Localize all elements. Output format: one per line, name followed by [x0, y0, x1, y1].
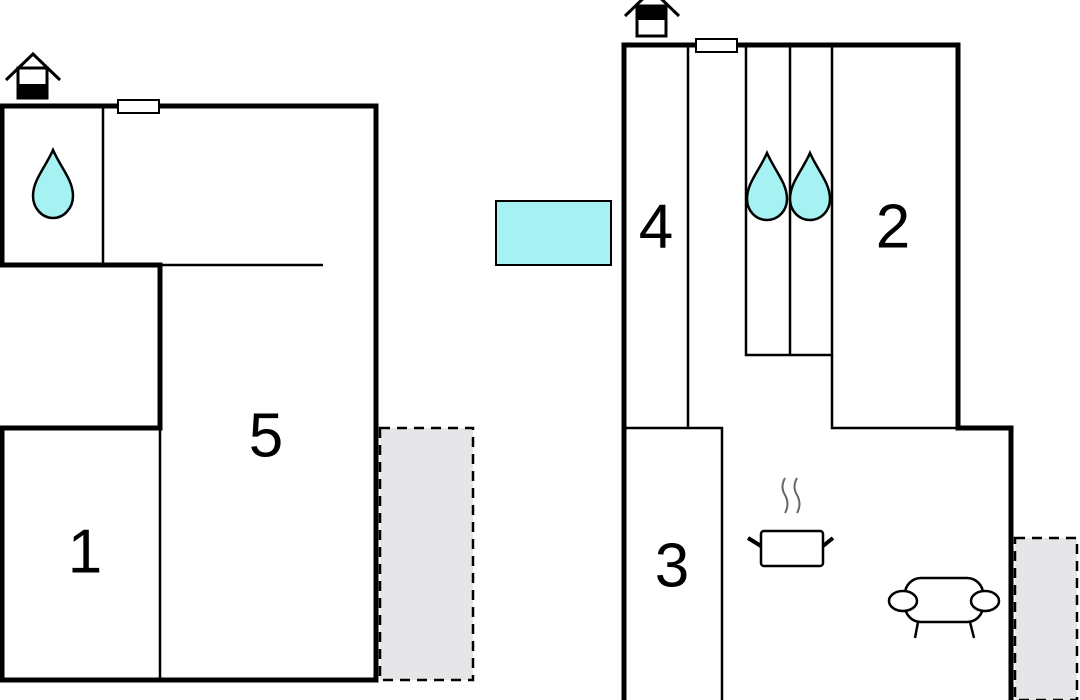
- right-window: [695, 38, 738, 53]
- left-terrace: [378, 426, 475, 682]
- room2-partition: [830, 355, 958, 430]
- room3-partition: [624, 426, 724, 700]
- right-outer-wall: [621, 42, 1014, 700]
- cooking-pot-icon: [746, 477, 835, 568]
- house-entrance-icon: [623, 0, 681, 38]
- room-label-1: 1: [68, 517, 102, 586]
- water-drop-icon: [745, 149, 789, 222]
- room-label-4: 4: [639, 192, 673, 261]
- house-entrance-icon: [4, 51, 62, 100]
- pool: [495, 200, 612, 266]
- left-window: [117, 99, 160, 114]
- left-building: 5 1: [0, 51, 475, 683]
- right-terrace: [1013, 536, 1079, 700]
- room-label-2: 2: [876, 192, 910, 261]
- armchair-icon: [887, 576, 1001, 639]
- room-label-5: 5: [249, 401, 283, 470]
- left-bathroom-wall: [0, 103, 163, 431]
- water-drop-icon: [31, 146, 75, 220]
- room-label-3: 3: [655, 531, 689, 600]
- right-building: 4 2 3: [621, 0, 1079, 700]
- left-outer-wall: [0, 103, 379, 683]
- water-drop-icon: [788, 149, 832, 222]
